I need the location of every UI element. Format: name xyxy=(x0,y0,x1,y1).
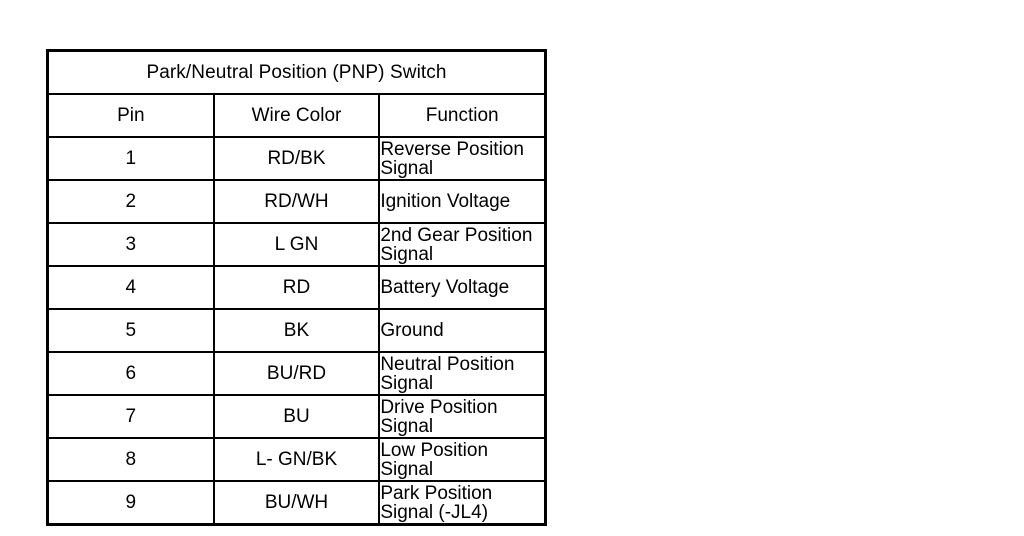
cell-pin: 9 xyxy=(47,480,215,525)
cell-wire-color: BU/WH xyxy=(212,480,381,525)
column-header-wire-color: Wire Color xyxy=(212,93,381,138)
cell-function: Battery Voltage xyxy=(378,265,546,310)
cell-pin: 1 xyxy=(47,136,215,181)
cell-wire-color: BU xyxy=(212,394,381,439)
table-row: 9 BU/WH Park Position Signal (-JL4) xyxy=(47,480,546,525)
cell-wire-color: L GN xyxy=(212,222,381,267)
table-title: Park/Neutral Position (PNP) Switch xyxy=(47,50,546,95)
table-row: 7 BU Drive Position Signal xyxy=(47,394,546,439)
pnp-switch-table: Park/Neutral Position (PNP) Switch Pin W… xyxy=(46,49,547,526)
cell-wire-color: RD xyxy=(212,265,381,310)
cell-wire-color: L- GN/BK xyxy=(212,437,381,482)
cell-function: Ground xyxy=(378,308,546,353)
cell-function: Ignition Voltage xyxy=(378,179,546,224)
cell-function: 2nd Gear Position Signal xyxy=(378,222,546,267)
cell-pin: 6 xyxy=(47,351,215,396)
cell-wire-color: RD/BK xyxy=(212,136,381,181)
cell-pin: 8 xyxy=(47,437,215,482)
table-row: 3 L GN 2nd Gear Position Signal xyxy=(47,222,546,267)
cell-wire-color: RD/WH xyxy=(212,179,381,224)
cell-function: Low Position Signal xyxy=(378,437,546,482)
table-row: 4 RD Battery Voltage xyxy=(47,265,546,310)
table-title-row: Park/Neutral Position (PNP) Switch xyxy=(47,50,546,95)
cell-function: Reverse Position Signal xyxy=(378,136,546,181)
table-row: 5 BK Ground xyxy=(47,308,546,353)
table-row: 8 L- GN/BK Low Position Signal xyxy=(47,437,546,482)
cell-pin: 7 xyxy=(47,394,215,439)
cell-pin: 2 xyxy=(47,179,215,224)
cell-pin: 4 xyxy=(47,265,215,310)
table-row: 2 RD/WH Ignition Voltage xyxy=(47,179,546,224)
column-header-pin: Pin xyxy=(47,93,215,138)
table-row: 6 BU/RD Neutral Position Signal xyxy=(47,351,546,396)
cell-function: Park Position Signal (-JL4) xyxy=(378,480,546,525)
cell-pin: 5 xyxy=(47,308,215,353)
table-row: 1 RD/BK Reverse Position Signal xyxy=(47,136,546,181)
cell-function: Neutral Position Signal xyxy=(378,351,546,396)
cell-pin: 3 xyxy=(47,222,215,267)
cell-wire-color: BU/RD xyxy=(212,351,381,396)
cell-function: Drive Position Signal xyxy=(378,394,546,439)
column-header-function: Function xyxy=(378,93,546,138)
cell-wire-color: BK xyxy=(212,308,381,353)
table-header-row: Pin Wire Color Function xyxy=(47,93,546,138)
